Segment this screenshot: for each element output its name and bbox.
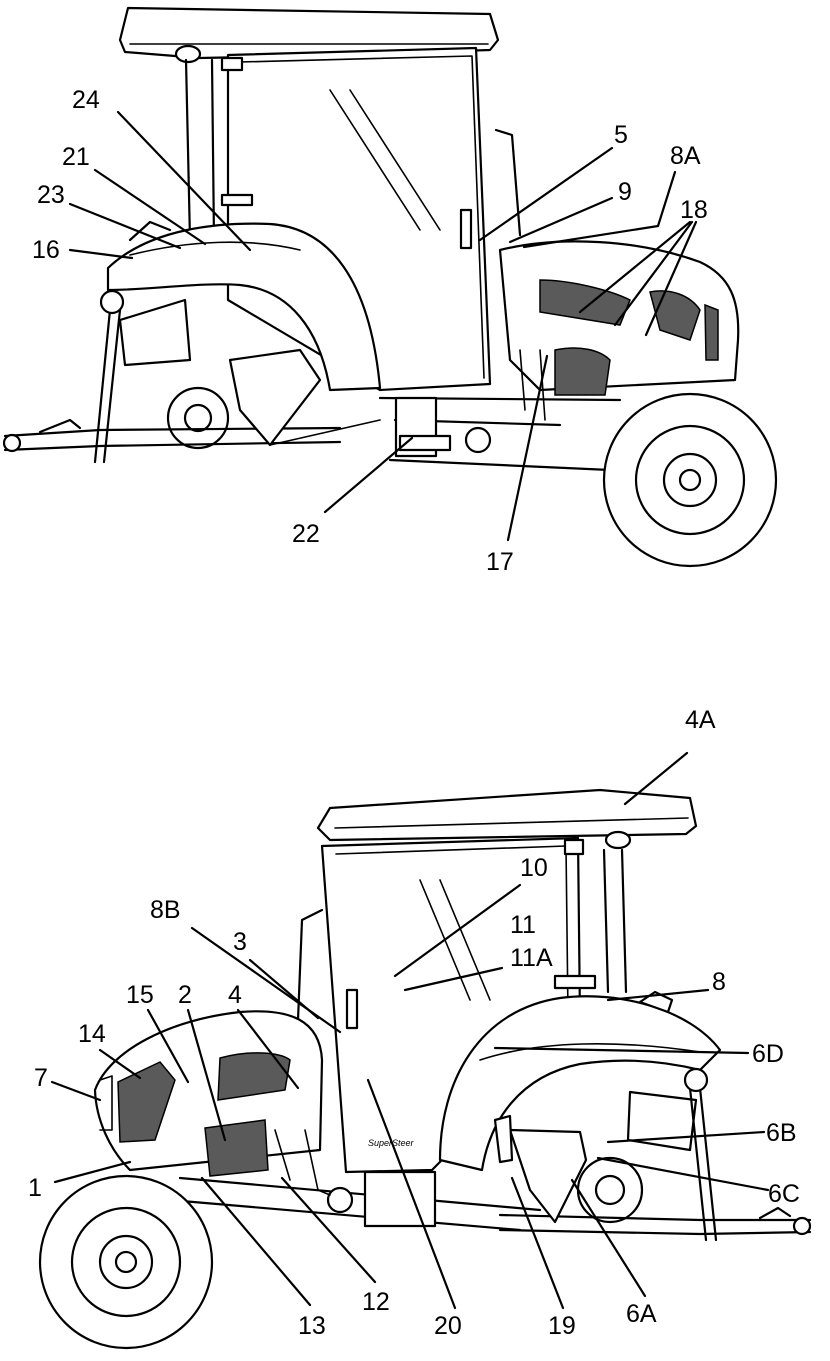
callout-8B: 8B [150,896,181,924]
leader-6A [570,1178,647,1298]
callout-8: 8 [712,968,726,996]
callout-9: 9 [618,178,632,206]
callout-15: 15 [126,981,154,1009]
leader-14 [98,1048,142,1080]
callout-10: 10 [520,854,548,882]
top-rear-hub [166,386,230,450]
leader-9 [508,196,614,244]
leader-4A [623,751,689,806]
callout-6C: 6C [768,1180,800,1208]
callout-11: 11 [510,911,536,939]
leader-23 [68,202,182,250]
bottom-rear-hub [576,1156,644,1224]
callout-12: 12 [362,1288,390,1316]
callout-18: 18 [680,196,708,224]
callout-1: 1 [28,1174,42,1202]
callout-13: 13 [298,1312,326,1340]
callout-4A: 4A [685,706,716,734]
leader-2 [186,1008,227,1142]
top-view-tractor [2,6,778,568]
top-rear-fender [106,222,382,392]
leader-11A [403,966,504,992]
leader-8A [522,170,677,249]
callout-6D: 6D [752,1040,784,1068]
top-front-wheel [602,392,778,568]
callout-20: 20 [434,1312,462,1340]
callout-labels: 24 21 23 16 5 8A 9 18 22 17 4A 10 11 11A… [28,86,800,1340]
leader-24 [116,110,252,252]
callout-21: 21 [62,143,90,171]
bottom-rear-fender [438,995,722,1172]
callout-8A: 8A [670,142,701,170]
callout-16: 16 [32,236,60,264]
leader-18-c [644,220,698,337]
callout-5: 5 [614,121,628,149]
callout-14: 14 [78,1020,106,1048]
leader-18-b [613,220,694,327]
leader-16 [68,248,134,260]
bottom-front-wheel [38,1174,214,1350]
leader-18-a [578,220,692,314]
leader-13 [200,1176,312,1307]
callout-24: 24 [72,86,100,114]
callout-22: 22 [292,520,320,548]
leader-12 [280,1176,377,1284]
callout-6A: 6A [626,1300,657,1328]
callout-23: 23 [37,181,65,209]
callout-19: 19 [548,1312,576,1340]
leader-17 [506,354,549,542]
callout-17: 17 [486,548,514,576]
leader-6B [606,1130,766,1144]
bottom-cab-roof [316,788,698,842]
top-cab-roof [118,6,500,60]
leader-5 [478,146,614,242]
leader-22 [323,436,414,514]
leader-7 [50,1080,102,1102]
door-badge: SuperSteer [368,1138,415,1148]
leader-6C [596,1156,770,1192]
leader-lines [50,110,770,1310]
leader-15 [146,1008,190,1084]
bottom-view-tractor [38,788,812,1350]
leader-6D [493,1046,750,1055]
callout-7: 7 [34,1064,48,1092]
leader-8 [606,988,710,1002]
callout-6B: 6B [766,1119,797,1147]
leader-21 [93,168,207,246]
callout-4: 4 [228,981,242,1009]
leader-4 [236,1008,300,1090]
leader-1 [53,1160,132,1184]
leader-19 [510,1176,565,1310]
leader-3 [248,958,320,1020]
callout-3: 3 [233,928,247,956]
leader-20 [366,1078,457,1310]
leader-10 [393,883,522,978]
callout-11A: 11A [510,944,553,972]
callout-2: 2 [178,981,192,1009]
